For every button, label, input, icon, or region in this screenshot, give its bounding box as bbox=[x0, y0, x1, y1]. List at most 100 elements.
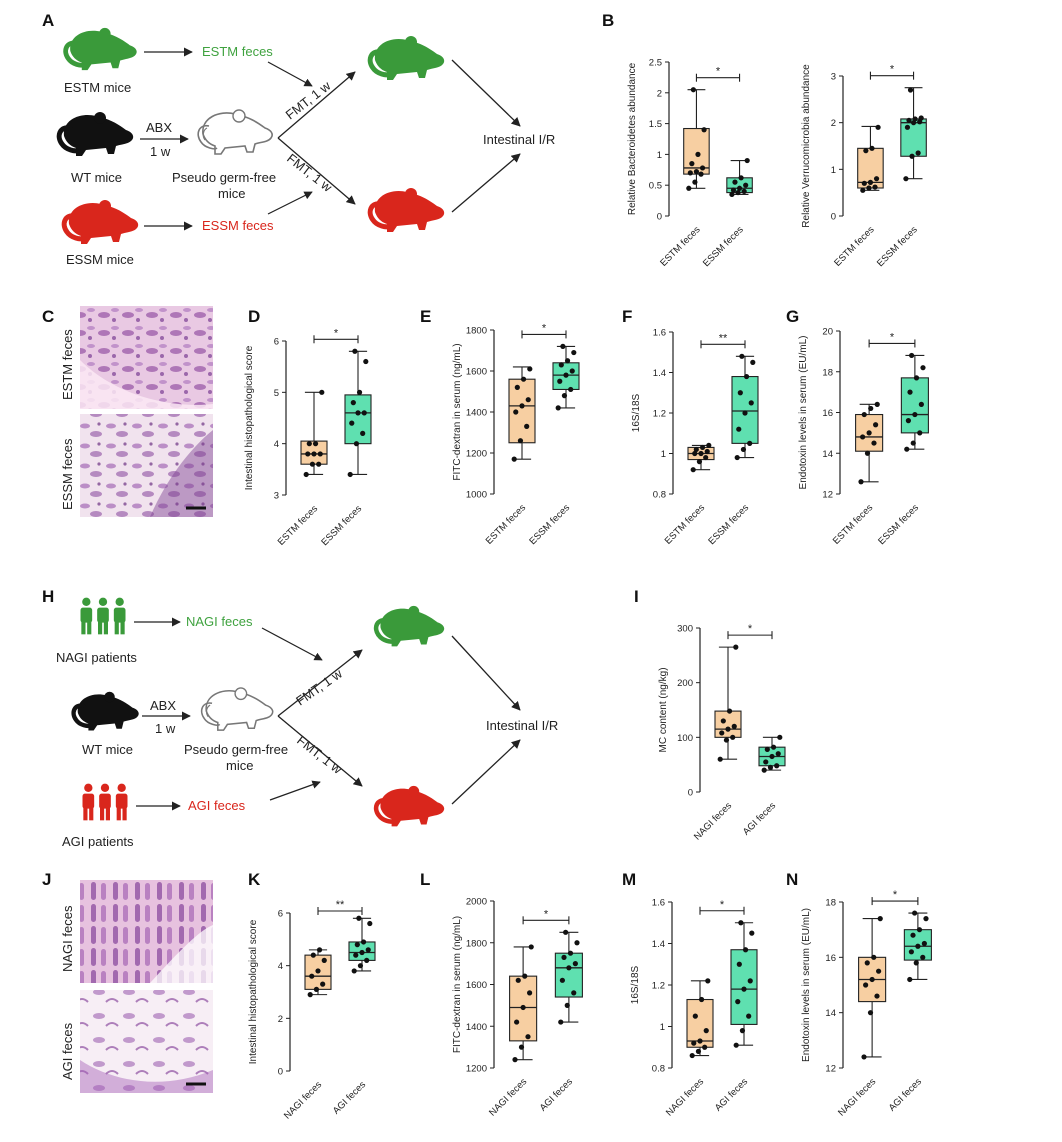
data-point bbox=[874, 401, 880, 407]
data-point bbox=[574, 940, 580, 946]
nagi-feces-label: NAGI feces bbox=[186, 614, 253, 629]
data-point bbox=[767, 764, 774, 771]
data-point bbox=[514, 1019, 520, 1025]
data-point bbox=[363, 358, 369, 365]
y-tick-label: 2.5 bbox=[649, 58, 662, 69]
significance-marker: * bbox=[542, 322, 547, 334]
panel-label-k: K bbox=[248, 870, 261, 889]
pgf-label-h-2: mice bbox=[226, 758, 253, 773]
data-point bbox=[352, 348, 358, 354]
y-tick-label: 16 bbox=[822, 408, 833, 419]
data-point bbox=[907, 976, 913, 983]
arrow bbox=[261, 627, 323, 661]
data-point bbox=[735, 189, 741, 196]
y-tick-label: 1 bbox=[657, 150, 662, 161]
box-1 bbox=[554, 929, 583, 1025]
histology-image-essm bbox=[80, 414, 213, 517]
y-tick-label: 1600 bbox=[466, 367, 487, 378]
data-point bbox=[770, 744, 777, 750]
box-body bbox=[714, 710, 742, 738]
wt-mouse-icon bbox=[74, 692, 139, 731]
data-point bbox=[909, 352, 915, 359]
data-point bbox=[873, 422, 879, 428]
y-tick-label: 18 bbox=[822, 367, 833, 378]
x-category-label: ESTM feces bbox=[663, 502, 708, 547]
data-point bbox=[910, 440, 916, 446]
x-category-label: ESTM feces bbox=[831, 502, 876, 547]
data-point bbox=[693, 446, 699, 453]
data-point bbox=[564, 358, 571, 364]
y-tick-label: 1.2 bbox=[653, 409, 666, 420]
data-point bbox=[690, 467, 696, 473]
data-point bbox=[739, 1028, 746, 1034]
data-point bbox=[775, 751, 781, 757]
data-point bbox=[354, 942, 360, 948]
significance-marker: * bbox=[544, 908, 549, 920]
y-tick-label: 1000 bbox=[466, 490, 487, 501]
data-point bbox=[347, 471, 353, 478]
x-category-label: ESTM feces bbox=[832, 224, 877, 269]
arrow bbox=[451, 635, 521, 711]
arrow bbox=[277, 71, 356, 139]
significance-marker: * bbox=[716, 66, 721, 78]
y-axis-label: 16S/18S bbox=[630, 965, 641, 1004]
data-point bbox=[734, 454, 740, 461]
data-point bbox=[738, 920, 744, 926]
wt-mice-label-h: WT mice bbox=[82, 742, 133, 757]
pseudo-germ-free-mouse-icon bbox=[200, 687, 274, 731]
data-point bbox=[920, 365, 926, 371]
data-point bbox=[313, 986, 320, 992]
data-point bbox=[310, 952, 316, 958]
x-category-label: ESSM feces bbox=[701, 224, 746, 269]
data-point bbox=[692, 450, 698, 457]
data-point bbox=[517, 438, 524, 444]
data-point bbox=[736, 961, 742, 967]
data-point bbox=[693, 169, 700, 175]
data-point bbox=[564, 1002, 570, 1008]
essm-mice-label: ESSM mice bbox=[66, 252, 134, 267]
data-point bbox=[701, 127, 707, 133]
y-tick-label: 100 bbox=[677, 733, 693, 744]
x-category-label: ESTM feces bbox=[658, 224, 703, 269]
data-point bbox=[319, 389, 325, 395]
box-body bbox=[554, 952, 583, 998]
data-point bbox=[873, 176, 880, 182]
wt-mice-label: WT mice bbox=[71, 170, 122, 185]
data-point bbox=[923, 916, 929, 922]
arrow bbox=[269, 780, 321, 801]
data-point bbox=[866, 185, 872, 191]
y-tick-label: 18 bbox=[825, 898, 836, 909]
data-point bbox=[555, 405, 561, 411]
data-point bbox=[912, 910, 918, 916]
recipient-nagi-mouse-icon bbox=[376, 606, 444, 646]
histology-label-nagi: NAGI feces bbox=[60, 905, 75, 972]
data-point bbox=[512, 1057, 518, 1063]
data-point bbox=[742, 947, 749, 953]
data-point bbox=[560, 343, 566, 349]
data-point bbox=[916, 927, 923, 933]
fmt-label-bottom: FMT, 1 w bbox=[284, 151, 335, 196]
data-point bbox=[864, 960, 870, 966]
y-tick-label: 2000 bbox=[466, 897, 487, 908]
arrow bbox=[277, 715, 363, 787]
data-point bbox=[315, 968, 321, 974]
data-point bbox=[698, 996, 705, 1003]
box-1 bbox=[758, 734, 786, 773]
data-point bbox=[875, 124, 881, 130]
data-point bbox=[311, 451, 317, 457]
data-point bbox=[571, 349, 577, 356]
data-point bbox=[305, 451, 311, 457]
data-point bbox=[749, 930, 755, 936]
box-1 bbox=[900, 87, 927, 182]
nagi-patients-icon bbox=[80, 597, 126, 635]
data-point bbox=[908, 949, 914, 955]
pgf-label-h-1: Pseudo germ-free bbox=[184, 742, 288, 757]
data-point bbox=[525, 1034, 531, 1040]
y-tick-label: 0 bbox=[278, 1067, 283, 1078]
panel-label-i: I bbox=[634, 587, 639, 606]
y-tick-label: 0.5 bbox=[649, 181, 662, 192]
box-0 bbox=[304, 947, 332, 998]
y-tick-label: 14 bbox=[822, 449, 833, 460]
